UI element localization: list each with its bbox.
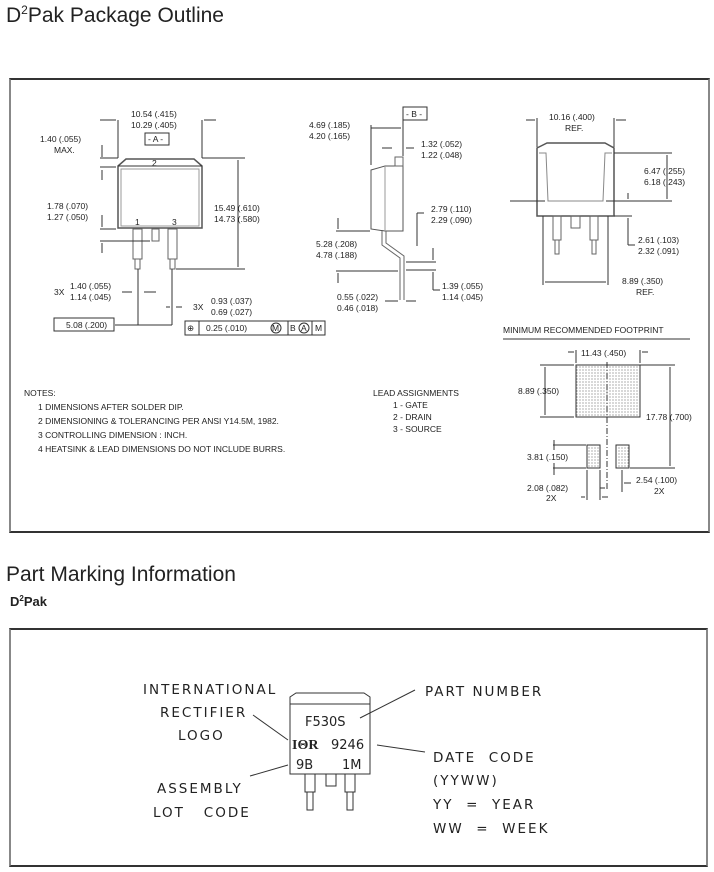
dim-lead-width-max: 1.40 (.055) — [70, 281, 111, 291]
package-outline-frame — [9, 78, 710, 533]
dim-standoff-max: 5.28 (.208) — [316, 239, 357, 249]
date-code-label-line: (YYWW) — [433, 773, 499, 789]
dim-body-width-ref: REF. — [565, 123, 583, 133]
side-view-labels: - B - 4.69 (.185) 4.20 (.165) 1.32 (.052… — [309, 106, 483, 313]
side-view — [336, 112, 440, 302]
bottom-view-labels: 10.16 (.400) REF. 6.47 (.255) 6.18 (.243… — [549, 112, 685, 297]
assembly-label-line: LOT CODE — [153, 805, 251, 821]
part-marking-frame — [9, 628, 708, 867]
dim-lead-thick-min: 0.69 (.027) — [211, 307, 252, 317]
dim-height-min: 14.73 (.580) — [214, 214, 260, 224]
dim-width-max: 10.54 (.415) — [131, 109, 177, 119]
tolerance-frame: ⊕ 0.25 (.010) M B A M — [184, 320, 326, 336]
position-tolerance-icon: ⊕ — [187, 323, 194, 333]
dim-pad-height-max: 6.47 (.255) — [644, 166, 685, 176]
dim-tab-thick-min: 1.22 (.048) — [421, 150, 462, 160]
note-item: 2 DIMENSIONING & TOLERANCING PER ANSI Y1… — [38, 416, 279, 426]
tolerance-value: 0.25 (.010) — [206, 323, 247, 333]
dim-footprint-pad-height: 8.89 (.350) — [518, 386, 559, 396]
logo-label-line: RECTIFIER — [160, 705, 247, 721]
logo-label-line: INTERNATIONAL — [143, 682, 277, 698]
dim-footprint-lead-pad-width: 2.08 (.082) — [527, 483, 568, 493]
dim-gap-min: 2.32 (.091) — [638, 246, 679, 256]
dim-body-width: 10.16 (.400) — [549, 112, 595, 122]
dim-footprint-lead-pad-mult: 2X — [546, 493, 557, 503]
dim-lead-thick-side-max: 0.55 (.022) — [337, 292, 378, 302]
dim-footprint-lead-pad-height: 3.81 (.150) — [527, 452, 568, 462]
dim-footprint-pitch-mult: 2X — [654, 486, 665, 496]
dim-pad-width: 8.89 (.350) — [622, 276, 663, 286]
footprint-view: MINIMUM RECOMMENDED FOOTPRINT — [503, 325, 692, 503]
pin-label-3: 3 — [172, 217, 177, 227]
dim-depth-max: 4.69 (.185) — [309, 120, 350, 130]
lead-assignment-item: 1 - GATE — [393, 400, 428, 410]
front-view-labels: 10.54 (.415) 10.29 (.405) - A - 1.40 (.0… — [40, 109, 326, 336]
lead-assignment-item: 3 - SOURCE — [393, 424, 442, 434]
dim-depth-min: 4.20 (.165) — [309, 131, 350, 141]
date-code-label-line: YY = YEAR — [432, 797, 535, 813]
chip-date-code: 9246 — [331, 738, 364, 753]
dim-gap-max: 2.61 (.103) — [638, 235, 679, 245]
marked-package — [249, 689, 426, 811]
ir-logo: IΘR — [292, 738, 319, 753]
dim-pad-height-min: 6.18 (.243) — [644, 177, 685, 187]
chip-part-number: F530S — [305, 715, 346, 730]
dim-height-max: 15.49 (.610) — [214, 203, 260, 213]
front-view — [100, 119, 245, 326]
dim-lead-offset-max: 2.79 (.110) — [431, 204, 472, 214]
part-number-label: PART NUMBER — [425, 684, 543, 700]
date-code-label-line: WW = WEEK — [433, 821, 549, 837]
dim-lead-pin-max: 1.78 (.070) — [47, 201, 88, 211]
dim-tab-max: 1.40 (.055) — [40, 134, 81, 144]
lead-assignments-title: LEAD ASSIGNMENTS — [373, 388, 459, 398]
dim-foot-max: 1.39 (.055) — [442, 281, 483, 291]
note-item: 4 HEATSINK & LEAD DIMENSIONS DO NOT INCL… — [38, 444, 285, 454]
dim-standoff-min: 4.78 (.188) — [316, 250, 357, 260]
dim-tab-max-label: MAX. — [54, 145, 75, 155]
dim-lead-thick-side-min: 0.46 (.018) — [337, 303, 378, 313]
notes-block: NOTES: 1 DIMENSIONS AFTER SOLDER DIP. 2 … — [24, 388, 285, 454]
dim-pitch: 5.08 (.200) — [66, 320, 107, 330]
date-code-label-line: DATE CODE — [433, 750, 536, 766]
assembly-label-line: ASSEMBLY — [157, 781, 243, 797]
dim-lead-thick-max: 0.93 (.037) — [211, 296, 252, 306]
dim-lead-pin-min: 1.27 (.050) — [47, 212, 88, 222]
marking-section-title: Part Marking Information — [6, 563, 236, 586]
tolerance-modifier-2: M — [315, 323, 322, 333]
bottom-view — [510, 118, 672, 285]
dim-footprint-total-height: 17.78 (.700) — [646, 412, 692, 422]
chip-lot-code-2: 1M — [342, 758, 362, 773]
note-item: 1 DIMENSIONS AFTER SOLDER DIP. — [38, 402, 184, 412]
lead-assignments-block: LEAD ASSIGNMENTS 1 - GATE 2 - DRAIN 3 - … — [373, 388, 459, 434]
tolerance-modifier: M — [272, 323, 279, 333]
lead-assignment-item: 2 - DRAIN — [393, 412, 432, 422]
package-outline-drawing: 10.54 (.415) 10.29 (.405) - A - 1.40 (.0… — [24, 106, 692, 503]
dim-tab-thick-max: 1.32 (.052) — [421, 139, 462, 149]
dim-width-min: 10.29 (.405) — [131, 120, 177, 130]
pin-label-2: 2 — [152, 158, 157, 168]
datum-b-label: - B - — [406, 109, 422, 119]
dim-lead-offset-min: 2.29 (.090) — [431, 215, 472, 225]
dim-lead-width-min: 1.14 (.045) — [70, 292, 111, 302]
chip-lot-code: 9B — [296, 758, 313, 773]
pin-label-1: 1 — [135, 217, 140, 227]
dim-foot-min: 1.14 (.045) — [442, 292, 483, 302]
logo-label-line: LOGO — [178, 728, 225, 744]
tolerance-datum-a: A — [301, 323, 307, 333]
outline-section-title: D2Pak Package Outline — [6, 3, 224, 27]
tolerance-datum-b: B — [290, 323, 296, 333]
dim-pad-width-ref: REF. — [636, 287, 654, 297]
dim-footprint-width: 11.43 (.450) — [581, 348, 626, 358]
dim-lead-thick-mult: 3X — [193, 302, 204, 312]
dim-lead-width-mult: 3X — [54, 287, 65, 297]
dim-footprint-pitch: 2.54 (.100) — [636, 475, 677, 485]
marking-package-label: D2Pak — [10, 594, 47, 609]
notes-title: NOTES: — [24, 388, 56, 398]
footprint-title: MINIMUM RECOMMENDED FOOTPRINT — [503, 325, 664, 335]
note-item: 3 CONTROLLING DIMENSION : INCH. — [38, 430, 187, 440]
datum-a-label: - A - — [148, 134, 163, 144]
